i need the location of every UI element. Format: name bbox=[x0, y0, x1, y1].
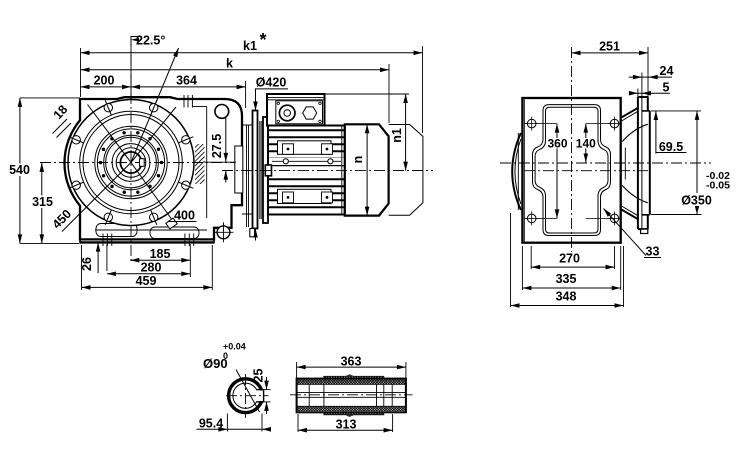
svg-text:*: * bbox=[259, 30, 266, 50]
svg-text:95.4: 95.4 bbox=[199, 416, 223, 430]
svg-text:Ø420: Ø420 bbox=[256, 76, 287, 90]
svg-text:26: 26 bbox=[80, 257, 94, 271]
svg-text:-0.05: -0.05 bbox=[706, 180, 730, 192]
svg-text:459: 459 bbox=[136, 274, 157, 288]
svg-text:200: 200 bbox=[94, 74, 115, 88]
svg-text:364: 364 bbox=[176, 74, 197, 88]
svg-text:360: 360 bbox=[547, 137, 567, 151]
svg-text:Ø350: Ø350 bbox=[681, 193, 712, 207]
svg-text:185: 185 bbox=[150, 247, 171, 261]
svg-text:25: 25 bbox=[252, 369, 266, 383]
svg-text:540: 540 bbox=[9, 163, 30, 177]
svg-text:140: 140 bbox=[576, 137, 596, 151]
svg-text:n1: n1 bbox=[390, 128, 404, 143]
svg-text:69.5: 69.5 bbox=[659, 140, 683, 154]
svg-text:-0.02: -0.02 bbox=[706, 170, 730, 182]
svg-text:k: k bbox=[226, 57, 233, 71]
svg-text:280: 280 bbox=[141, 261, 162, 275]
svg-text:348: 348 bbox=[556, 290, 577, 304]
svg-text:313: 313 bbox=[336, 418, 357, 432]
svg-text:335: 335 bbox=[556, 272, 577, 286]
svg-text:5: 5 bbox=[663, 81, 670, 95]
svg-text:24: 24 bbox=[660, 64, 674, 78]
svg-text:22.5°: 22.5° bbox=[136, 34, 165, 48]
svg-text:k1: k1 bbox=[243, 39, 257, 53]
svg-text:270: 270 bbox=[559, 251, 580, 265]
svg-text:400: 400 bbox=[174, 209, 195, 223]
svg-text:Ø90: Ø90 bbox=[203, 356, 228, 371]
svg-text:0: 0 bbox=[223, 351, 228, 361]
svg-text:251: 251 bbox=[599, 39, 620, 53]
svg-text:+0.04: +0.04 bbox=[223, 342, 246, 352]
svg-text:27.5: 27.5 bbox=[210, 134, 224, 158]
svg-text:n: n bbox=[351, 156, 365, 164]
svg-text:315: 315 bbox=[32, 195, 53, 209]
svg-text:33: 33 bbox=[646, 244, 660, 258]
svg-text:363: 363 bbox=[341, 355, 362, 369]
